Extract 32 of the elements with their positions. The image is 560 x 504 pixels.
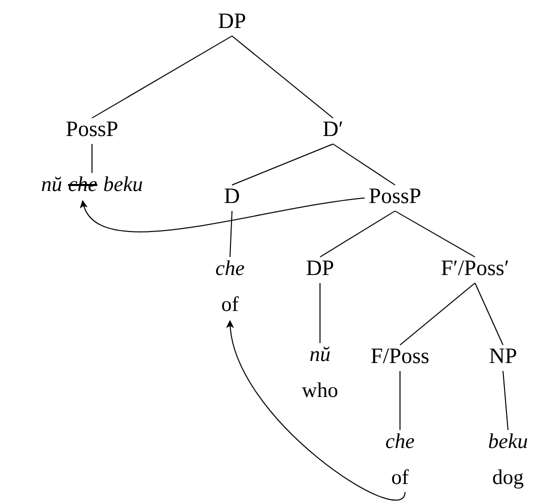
tree-branch bbox=[320, 210, 396, 258]
category-label: F′/Poss′ bbox=[438, 255, 512, 281]
gloss: who bbox=[302, 377, 338, 403]
tree-branch bbox=[502, 370, 508, 430]
category-label: PossP bbox=[64, 116, 120, 142]
tree-branch bbox=[92, 36, 232, 118]
movement-arrow bbox=[82, 198, 366, 232]
tree-branch bbox=[394, 210, 476, 258]
word: che bbox=[215, 255, 245, 281]
word: beku bbox=[103, 171, 143, 197]
category-label: DP bbox=[304, 255, 336, 281]
gloss: of bbox=[221, 291, 239, 317]
category-label: PossP bbox=[366, 183, 424, 209]
tree-branch bbox=[232, 36, 334, 118]
tree-branch bbox=[332, 144, 396, 186]
word: beku bbox=[488, 428, 528, 454]
gloss: dog bbox=[492, 464, 524, 490]
word: che bbox=[385, 428, 415, 454]
tree-branch bbox=[474, 282, 504, 346]
category-label: NP bbox=[486, 343, 520, 369]
word: nŭ bbox=[310, 341, 330, 367]
category-label: D′ bbox=[320, 116, 346, 142]
struck-word: che bbox=[68, 171, 98, 197]
movement-arrow bbox=[227, 320, 406, 500]
tree-branch bbox=[230, 210, 232, 258]
tree-branch bbox=[232, 144, 334, 186]
tree-branch bbox=[400, 282, 476, 346]
word: nŭ bbox=[41, 171, 62, 197]
gloss: of bbox=[391, 464, 409, 490]
category-label: F/Poss bbox=[368, 343, 432, 369]
category-label: DP bbox=[216, 8, 248, 34]
category-label: D bbox=[222, 183, 242, 209]
